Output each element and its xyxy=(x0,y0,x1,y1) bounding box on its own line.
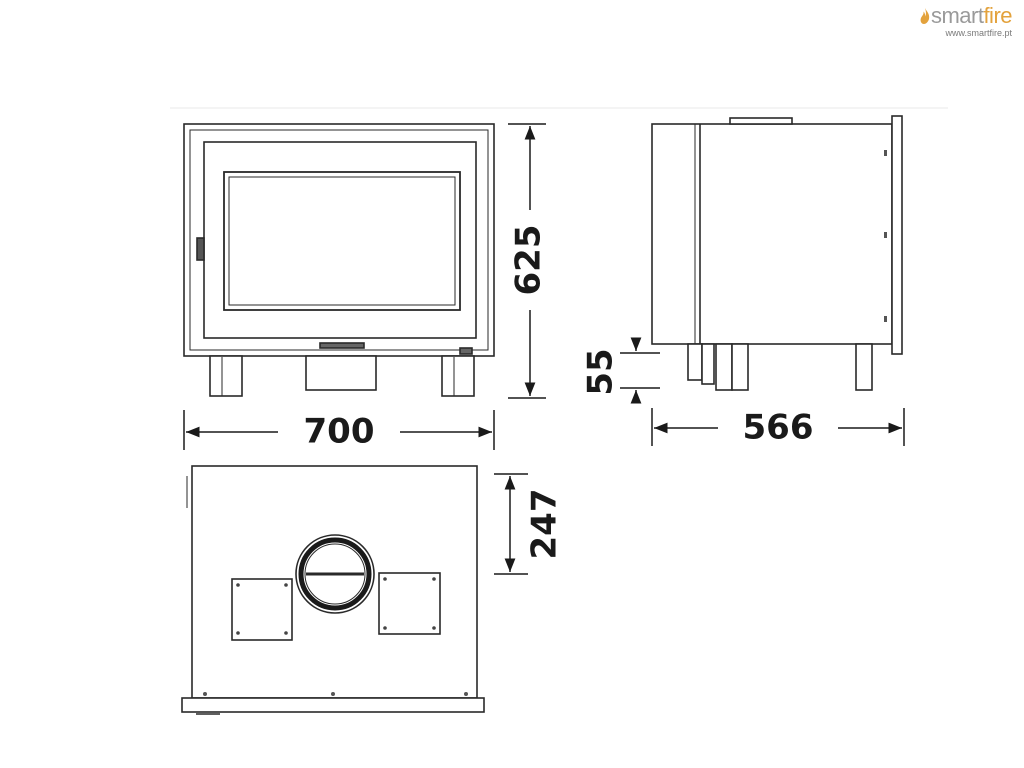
top-plate-left xyxy=(231,578,293,641)
brand-name: smartfire xyxy=(920,4,1012,28)
front-ashbox xyxy=(305,355,377,391)
side-leg-mid-b xyxy=(731,343,749,391)
side-top-collar xyxy=(729,117,793,125)
glass-outer xyxy=(223,171,461,311)
front-leg-left xyxy=(209,355,243,397)
brand-url: www.smartfire.pt xyxy=(945,28,1012,38)
flame-icon xyxy=(920,8,930,24)
dimension-leg-height: 55 xyxy=(581,337,660,404)
side-leg-mid xyxy=(715,343,733,391)
dimension-flue-offset-label: 247 xyxy=(525,489,565,560)
top-view xyxy=(181,465,485,715)
dimension-width-label: 700 xyxy=(304,412,375,452)
brand-logo: smartfire www.smartfire.pt xyxy=(920,4,1012,38)
dimension-width: 700 xyxy=(183,410,495,452)
front-leg-right xyxy=(441,355,475,397)
top-plate-right xyxy=(378,572,441,635)
front-view xyxy=(183,123,495,397)
dimension-flue-offset: 247 xyxy=(494,473,565,575)
brand-name-prefix: smart xyxy=(930,3,984,28)
side-view xyxy=(651,115,903,391)
top-front-flange xyxy=(181,697,485,713)
dimension-leg-height-label: 55 xyxy=(581,348,621,395)
air-control xyxy=(319,342,365,349)
side-body xyxy=(651,123,893,345)
side-front-flange xyxy=(891,115,903,355)
dimension-depth-label: 566 xyxy=(743,408,814,448)
side-leg-front xyxy=(855,343,873,391)
dimension-height: 625 xyxy=(508,123,549,399)
brand-name-suffix: fire xyxy=(983,3,1012,28)
glass-inner xyxy=(228,176,456,306)
dimension-height-label: 625 xyxy=(509,225,549,296)
front-outer-frame xyxy=(183,123,495,357)
side-leg-rear-b xyxy=(701,343,715,385)
side-leg-rear-a xyxy=(687,343,703,381)
door-handle xyxy=(196,237,205,261)
dimension-depth: 566 xyxy=(651,408,905,448)
front-inner-frame xyxy=(189,129,489,351)
front-latch xyxy=(459,347,473,355)
